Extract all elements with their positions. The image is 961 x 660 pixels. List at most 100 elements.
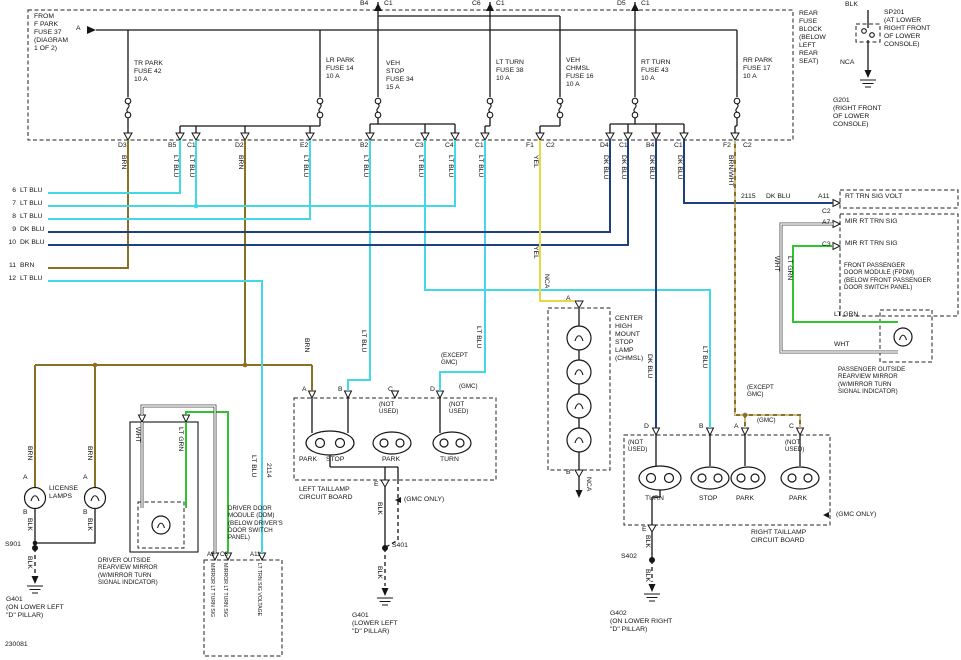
- row-color: LT BLU: [20, 187, 43, 194]
- fuse-symbols: [124, 97, 741, 119]
- gmc-label: (GMC): [459, 383, 478, 390]
- not-used-label: (NOT USED): [379, 401, 399, 416]
- pin-label: A: [302, 386, 307, 393]
- wire-color-label: LT GRN: [834, 311, 859, 318]
- wire-color-label: DK BLU: [646, 354, 654, 379]
- bottom-pin: C2: [546, 142, 555, 149]
- wire-color-label: LT BLU: [360, 330, 368, 353]
- fpdm-box: [839, 213, 959, 317]
- wire-color-label: LT GRN: [786, 256, 794, 281]
- bottom-pin: D2: [235, 142, 244, 149]
- pin-label: B: [83, 509, 88, 516]
- bottom-pin: B4: [646, 142, 655, 149]
- fuse-rr-park: RR PARK FUSE 17 10 A: [743, 57, 773, 81]
- row-color: DK BLU: [20, 239, 45, 246]
- lamp-label: STOP: [699, 495, 718, 502]
- wire-color-label: LT BLU: [475, 326, 483, 349]
- lamp-label: TURN: [645, 495, 664, 502]
- wires-black: [34, 10, 875, 586]
- wire-color-label: LT GRN: [177, 427, 185, 452]
- pin-label: A: [734, 423, 739, 430]
- ddm-box: [203, 559, 283, 657]
- sp201-label: SP201 (AT LOWER RIGHT FRONT OF LOWER CON…: [884, 9, 931, 49]
- pin-label: A3: [207, 551, 215, 558]
- top-pin: C1: [384, 0, 393, 7]
- pin-label: B: [566, 469, 571, 476]
- splice-dots: [32, 203, 748, 563]
- bottom-pin: B5: [168, 142, 177, 149]
- wire-color-label: LT BLU: [477, 155, 485, 178]
- row-number: 6: [12, 187, 16, 194]
- fuse-lr-park: LR PARK FUSE 14 10 A: [326, 57, 355, 81]
- row-number: 10: [8, 239, 16, 246]
- pin-label: A: [83, 474, 88, 481]
- bottom-pin: F2: [723, 142, 731, 149]
- pin-label: A: [23, 474, 28, 481]
- bottom-pin: C1: [619, 142, 628, 149]
- wire-color-label: WHT: [773, 256, 781, 272]
- splice-label: S901: [5, 541, 21, 548]
- lamp-symbols: [23, 325, 913, 535]
- top-pin: C6: [472, 0, 481, 7]
- circuit-number: 2114: [265, 463, 273, 478]
- nca-label: NCA: [543, 274, 551, 289]
- nca-label: NCA: [585, 477, 593, 492]
- lamp-label: PARK: [736, 495, 755, 502]
- wire-color-label: BLK: [86, 518, 94, 531]
- pin-label: A11: [818, 193, 830, 200]
- wire-color-label: WHT: [834, 341, 850, 348]
- wire-color-label: DK BLU: [676, 155, 684, 180]
- gmc-label: (GMC): [757, 417, 776, 424]
- wires-brown: [34, 140, 313, 488]
- wire-color-label: DK BLU: [620, 155, 628, 180]
- wire-color-label: BRN: [120, 155, 128, 170]
- bottom-pin: C4: [445, 142, 454, 149]
- lamp-label: PARK: [382, 456, 401, 463]
- wires-light-green: [185, 245, 898, 553]
- ddm-title: DRIVER DOOR MODULE (DDM) (BELOW DRIVER'S…: [228, 505, 283, 542]
- row-color: LT BLU: [20, 213, 43, 220]
- fpdm-title: FRONT PASSENGER DOOR MODULE (FPDM) (BELO…: [844, 262, 932, 291]
- row-number: 9: [12, 226, 16, 233]
- pin-label: B: [338, 386, 343, 393]
- passenger-mirror-lamp-box: [879, 309, 933, 363]
- splice-label: S401: [392, 542, 408, 549]
- bottom-pin: B2: [360, 142, 369, 149]
- row-color: LT BLU: [20, 200, 43, 207]
- left-board-title: LEFT TAILLAMP CIRCUIT BOARD: [299, 486, 353, 502]
- pin-label: C: [789, 423, 794, 430]
- pin-label: A: [566, 295, 571, 302]
- fuse-block-internal-wiring: [87, 2, 741, 133]
- fpdm-sig-volt: RT TRN SIG VOLT: [845, 193, 903, 200]
- wires-brown-white: [734, 140, 801, 428]
- bottom-pin: C2: [743, 142, 752, 149]
- wire-color-label: LT BLU: [362, 155, 370, 178]
- top-pin: C1: [496, 0, 505, 7]
- ddm-pin-function: LT TRN SIG VOLTAGE: [256, 563, 263, 617]
- bottom-pin: F1: [526, 142, 534, 149]
- wire-color-label: LT BLU: [250, 455, 258, 478]
- bottom-pin: C3: [415, 142, 424, 149]
- connector-stubs: [123, 132, 842, 562]
- wire-color-label: BLK: [376, 502, 384, 515]
- row-color: DK BLU: [20, 226, 45, 233]
- ground-symbols: [27, 70, 876, 606]
- wire-color-label: BLK: [26, 556, 34, 569]
- wire-color-label: LT BLU: [447, 155, 455, 178]
- wire-color-label: YEL: [532, 155, 540, 168]
- fuse-block-name: REAR FUSE BLOCK (BELOW LEFT REAR SEAT): [799, 10, 826, 66]
- wire-color-label: DK BLU: [602, 155, 610, 180]
- wire-color-label: LT BLU: [417, 155, 425, 178]
- wire-color-label: LT BLU: [188, 155, 196, 178]
- bottom-pin: C1: [674, 142, 683, 149]
- right-board-title: RIGHT TAILLAMP CIRCUIT BOARD: [751, 529, 807, 545]
- wire-color-label: BRN: [237, 155, 245, 170]
- row-color: LT BLU: [20, 275, 43, 282]
- gmc-only-label: (GMC ONLY): [404, 496, 445, 503]
- driver-mirror-lamp-box: [137, 501, 185, 549]
- wires-light-blue: [48, 140, 711, 553]
- pin-label: C3: [220, 551, 228, 558]
- pin-label: E: [642, 526, 647, 533]
- pin-label: B: [23, 509, 28, 516]
